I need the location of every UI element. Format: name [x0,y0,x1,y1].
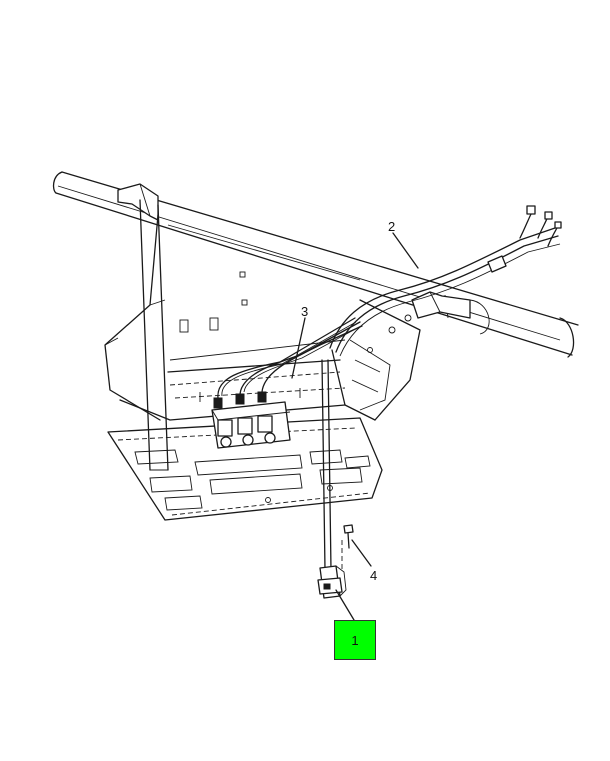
screw-fastener [343,524,354,549]
air-lines [217,205,562,572]
base-plate [107,417,383,521]
valve-manifold [211,391,291,449]
support-bracket-assembly [104,199,421,471]
callout-1: 1 [351,633,359,648]
sensor-assembly [317,565,347,599]
callout-1-highlight[interactable]: 1 [334,620,376,660]
callout-3[interactable]: 3 [301,304,308,319]
leader-lines [291,232,419,621]
callout-2[interactable]: 2 [388,219,395,234]
left-mounting-bracket [117,183,159,221]
callout-4[interactable]: 4 [370,568,377,583]
right-mounting-bracket [411,291,471,319]
